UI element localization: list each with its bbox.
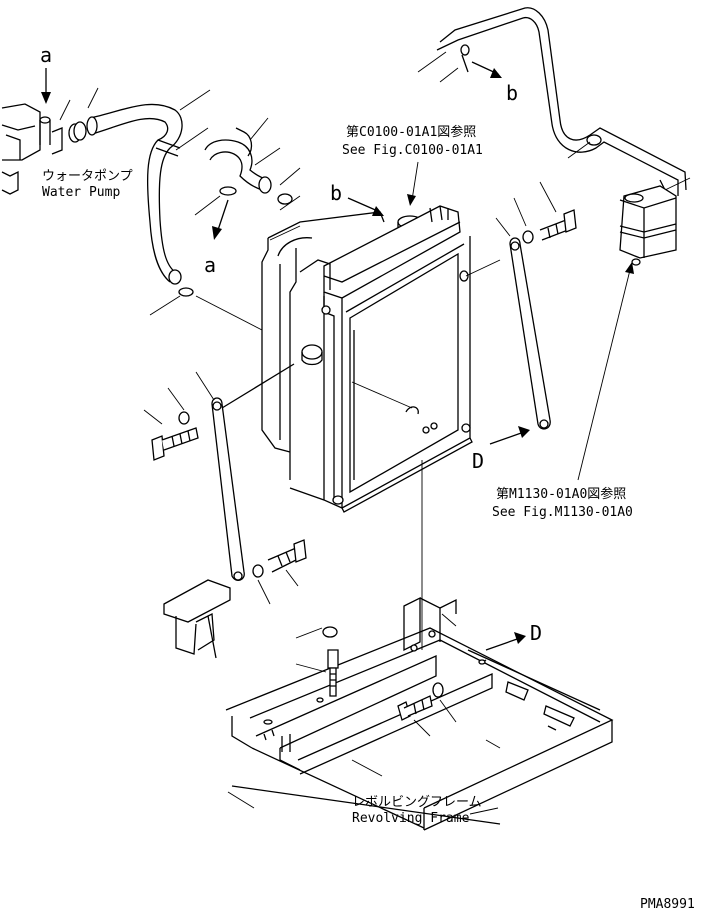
frame-bolt-left xyxy=(322,626,339,697)
callout-a-mid: a xyxy=(204,253,216,277)
callout-a-mid-arrow xyxy=(217,199,229,231)
frame-label-leader xyxy=(469,807,499,815)
lower-hose-leaders xyxy=(194,117,301,216)
right-bolt xyxy=(522,209,577,244)
mount-bracket xyxy=(163,579,231,659)
lower-hose xyxy=(204,127,293,205)
water-pump-label-en: Water Pump xyxy=(42,185,120,200)
frame-leaders xyxy=(227,613,501,809)
upper-hose xyxy=(68,103,194,297)
right-stay-rod xyxy=(509,237,551,430)
overflow-pipe-leaders xyxy=(417,51,691,191)
cap-ref-leader xyxy=(411,161,419,201)
drawing-code: PMA8991 xyxy=(640,897,695,912)
reservoir-tank xyxy=(619,185,677,266)
ref-m1130-en: See Fig.M1130-01A0 xyxy=(492,505,633,520)
callout-d-right: D xyxy=(472,449,484,473)
callout-d-right-arrow xyxy=(489,431,525,445)
callout-d-frame: D xyxy=(530,621,542,645)
ref-c0100-ja: 第C0100-01A1図参照 xyxy=(346,124,476,140)
overflow-pipe xyxy=(436,7,687,196)
revolving-frame xyxy=(225,596,614,831)
radiator-leaders xyxy=(195,225,501,650)
left-stay-rod xyxy=(211,363,295,582)
water-pump xyxy=(1,103,63,195)
callout-b-radiator: b xyxy=(330,181,342,205)
callout-b-top: b xyxy=(506,81,518,105)
frame-bolt-right xyxy=(397,682,444,721)
ref-c0100-en: See Fig.C0100-01A1 xyxy=(342,143,483,158)
right-stay-leaders xyxy=(495,181,557,237)
upper-hose-leaders xyxy=(59,87,211,316)
left-lower-bolt xyxy=(252,539,307,578)
frame-label-ja: レボルビングフレーム xyxy=(352,795,482,810)
callout-a-top: a xyxy=(40,43,52,67)
radiator xyxy=(261,205,473,513)
left-stay-leaders xyxy=(143,371,299,605)
reservoir-ref-leader xyxy=(577,269,631,481)
ref-m1130-ja: 第M1130-01A0図参照 xyxy=(496,486,626,502)
left-upper-bolt xyxy=(151,411,199,461)
frame-label-en: Revolving Frame xyxy=(352,811,470,826)
water-pump-label-ja: ウォータポンプ xyxy=(42,169,133,184)
callout-d-frame-arrow xyxy=(485,637,521,651)
